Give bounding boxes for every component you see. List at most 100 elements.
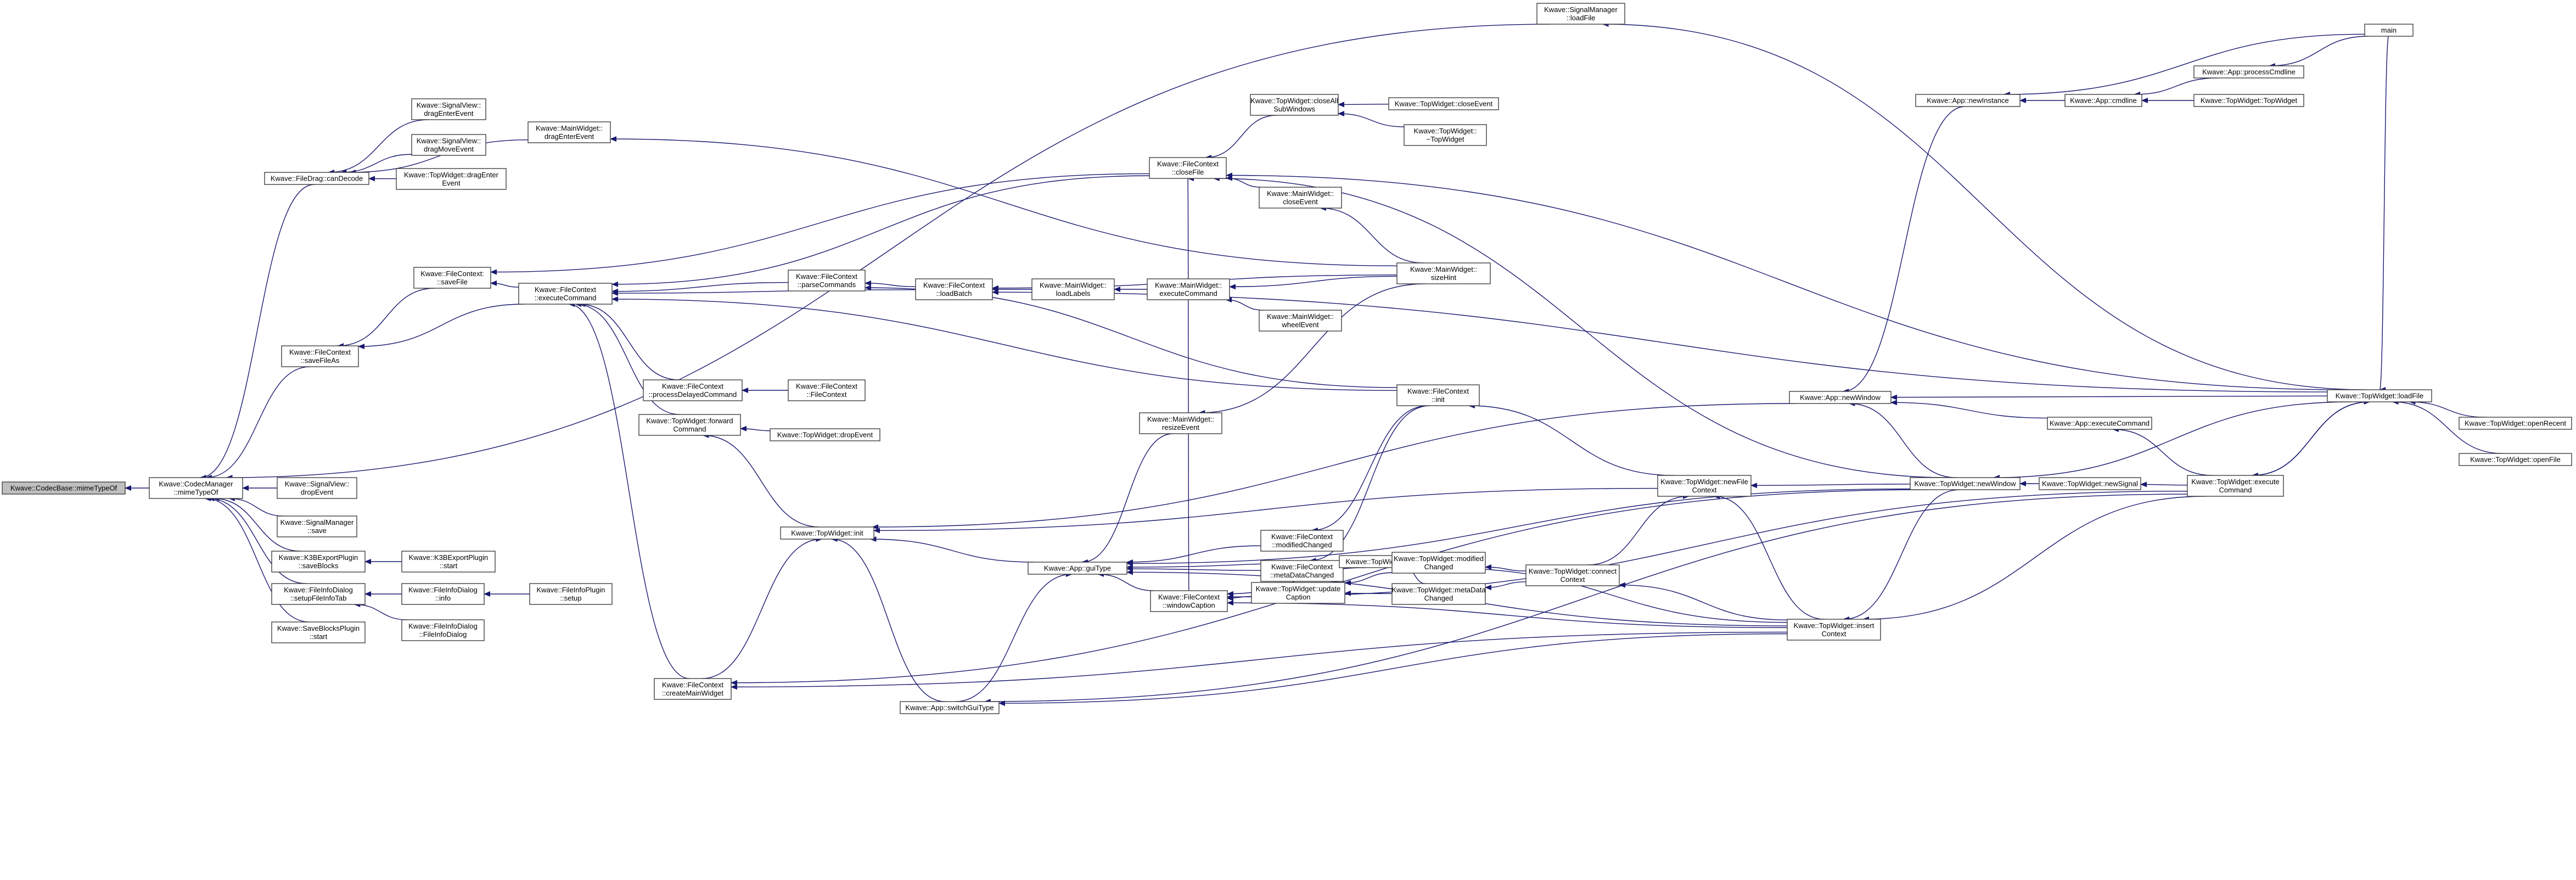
function-node-cm[interactable]: Kwave::CodecManager::mimeTypeOf <box>149 477 243 499</box>
function-node-twor[interactable]: Kwave::TopWidget::openRecent <box>2459 417 2572 430</box>
node-box[interactable] <box>2193 65 2304 79</box>
node-box[interactable] <box>401 551 496 573</box>
node-box[interactable] <box>264 172 369 185</box>
node-box[interactable] <box>2193 94 2304 107</box>
node-box[interactable] <box>1404 124 1487 146</box>
node-box[interactable] <box>1028 562 1127 575</box>
function-node-twmdc[interactable]: Kwave::TopWidget::metaDataChanged <box>1391 583 1486 605</box>
node-box[interactable] <box>529 583 613 605</box>
node-box[interactable] <box>1259 187 1342 209</box>
function-node-twdtor[interactable]: Kwave::TopWidget::~TopWidget <box>1404 124 1487 146</box>
function-node-svdrop[interactable]: Kwave::SignalView::dropEvent <box>277 477 357 499</box>
node-box[interactable] <box>396 168 507 190</box>
function-node-k3bstart[interactable]: Kwave::K3BExportPlugin::start <box>401 551 496 573</box>
function-node-mwll[interactable]: Kwave::MainWidget::loadLabels <box>1031 278 1115 300</box>
node-box[interactable] <box>2039 477 2141 490</box>
node-box[interactable] <box>643 379 743 401</box>
function-node-fcsaveas[interactable]: Kwave::FileContext::saveFileAs <box>281 345 359 367</box>
function-node-fcctor[interactable]: Kwave::FileContext::FileContext <box>788 379 866 401</box>
function-node-fidtab[interactable]: Kwave::FileInfoDialog::setupFileInfoTab <box>271 583 366 605</box>
node-box[interactable] <box>1388 97 1499 110</box>
function-node-fcsave[interactable]: Kwave::FileContext:::saveFile <box>413 267 491 289</box>
node-box[interactable] <box>1150 590 1228 612</box>
function-node-fcclose[interactable]: Kwave::FileContext::closeFile <box>1149 157 1227 179</box>
node-box[interactable] <box>788 379 866 401</box>
node-box[interactable] <box>1536 3 1625 25</box>
function-node-twinit[interactable]: Kwave::TopWidget::init <box>780 526 874 540</box>
function-node-root[interactable]: Kwave::CodecBase::mimeTypeOf <box>2 481 126 495</box>
function-node-twde[interactable]: Kwave::TopWidget::dragEnterEvent <box>396 168 507 190</box>
function-node-fcexec[interactable]: Kwave::FileContext::executeCommand <box>518 283 613 305</box>
node-box[interactable] <box>2 481 126 495</box>
node-box[interactable] <box>1910 477 2021 490</box>
node-box[interactable] <box>1657 475 1752 497</box>
node-box[interactable] <box>1915 94 2021 107</box>
function-node-appnw[interactable]: Kwave::App::newWindow <box>1789 391 1892 404</box>
node-box[interactable] <box>1139 412 1222 434</box>
node-box[interactable] <box>770 428 880 441</box>
function-node-fcpc[interactable]: Kwave::FileContext::parseCommands <box>788 270 866 292</box>
function-node-twdrop[interactable]: Kwave::TopWidget::dropEvent <box>770 428 880 441</box>
node-box[interactable] <box>2187 475 2284 497</box>
function-node-appswitch[interactable]: Kwave::App::switchGuiType <box>900 701 1000 714</box>
function-node-fcmeta[interactable]: Kwave::FileContext::metaDataChanged <box>1260 560 1344 582</box>
node-box[interactable] <box>1525 564 1620 586</box>
function-node-twmc[interactable]: Kwave::TopWidget::modifiedChanged <box>1391 552 1486 574</box>
function-node-mwexec[interactable]: Kwave::MainWidget::executeCommand <box>1147 278 1230 300</box>
function-node-main[interactable]: main <box>2364 24 2414 37</box>
function-node-fccmw[interactable]: Kwave::FileContext::createMainWidget <box>654 678 732 700</box>
node-box[interactable] <box>401 583 485 605</box>
node-box[interactable] <box>277 515 357 537</box>
function-node-appcmd[interactable]: Kwave::App::cmdline <box>2064 94 2142 107</box>
function-node-mwsize[interactable]: Kwave::MainWidget::sizeHint <box>1396 262 1491 284</box>
function-node-twctor[interactable]: Kwave::TopWidget::TopWidget <box>2193 94 2304 107</box>
node-box[interactable] <box>401 619 485 641</box>
function-node-twload[interactable]: Kwave::TopWidget::loadFile <box>2327 389 2432 402</box>
function-node-fidctor[interactable]: Kwave::FileInfoDialog::FileInfoDialog <box>401 619 485 641</box>
node-box[interactable] <box>654 678 732 700</box>
function-node-mwclose[interactable]: Kwave::MainWidget::closeEvent <box>1259 187 1342 209</box>
function-node-fclb[interactable]: Kwave::FileContext::loadBatch <box>915 278 993 300</box>
function-node-fcpdc[interactable]: Kwave::FileContext::processDelayedComman… <box>643 379 743 401</box>
function-node-twns[interactable]: Kwave::TopWidget::newSignal <box>2039 477 2141 490</box>
function-node-twexec[interactable]: Kwave::TopWidget::executeCommand <box>2187 475 2284 497</box>
node-box[interactable] <box>411 98 486 120</box>
function-node-twce[interactable]: Kwave::TopWidget::closeEvent <box>1388 97 1499 110</box>
node-box[interactable] <box>2459 453 2572 466</box>
function-node-appexec[interactable]: Kwave::App::executeCommand <box>2047 417 2152 430</box>
node-box[interactable] <box>277 477 357 499</box>
node-box[interactable] <box>271 621 366 643</box>
node-box[interactable] <box>1260 530 1344 552</box>
node-box[interactable] <box>1789 391 1892 404</box>
node-box[interactable] <box>1031 278 1115 300</box>
node-box[interactable] <box>1787 619 1881 641</box>
function-node-twof[interactable]: Kwave::TopWidget::openFile <box>2459 453 2572 466</box>
node-box[interactable] <box>788 270 866 292</box>
node-box[interactable] <box>1147 278 1230 300</box>
function-node-sbstart[interactable]: Kwave::SaveBlocksPlugin::start <box>271 621 366 643</box>
function-node-appni[interactable]: Kwave::App::newInstance <box>1915 94 2021 107</box>
node-box[interactable] <box>411 134 486 156</box>
node-box[interactable] <box>915 278 993 300</box>
node-box[interactable] <box>1149 157 1227 179</box>
function-node-k3bsave[interactable]: Kwave::K3BExportPlugin::saveBlocks <box>271 551 366 573</box>
node-box[interactable] <box>413 267 491 289</box>
node-box[interactable] <box>780 526 874 540</box>
node-box[interactable] <box>638 414 741 436</box>
function-node-mwde[interactable]: Kwave::MainWidget::dragEnterEvent <box>527 121 611 143</box>
node-box[interactable] <box>2327 389 2432 402</box>
function-node-appgui[interactable]: Kwave::App::guiType <box>1028 562 1127 575</box>
function-node-fipsetup[interactable]: Kwave::FileInfoPlugin::setup <box>529 583 613 605</box>
node-box[interactable] <box>1396 384 1480 406</box>
function-node-smload[interactable]: Kwave::SignalManager::loadFile <box>1536 3 1625 25</box>
function-node-twnw[interactable]: Kwave::TopWidget::newWindow <box>1910 477 2021 490</box>
function-node-fcwc[interactable]: Kwave::FileContext::windowCaption <box>1150 590 1228 612</box>
node-box[interactable] <box>1259 310 1342 332</box>
node-box[interactable] <box>271 551 366 573</box>
